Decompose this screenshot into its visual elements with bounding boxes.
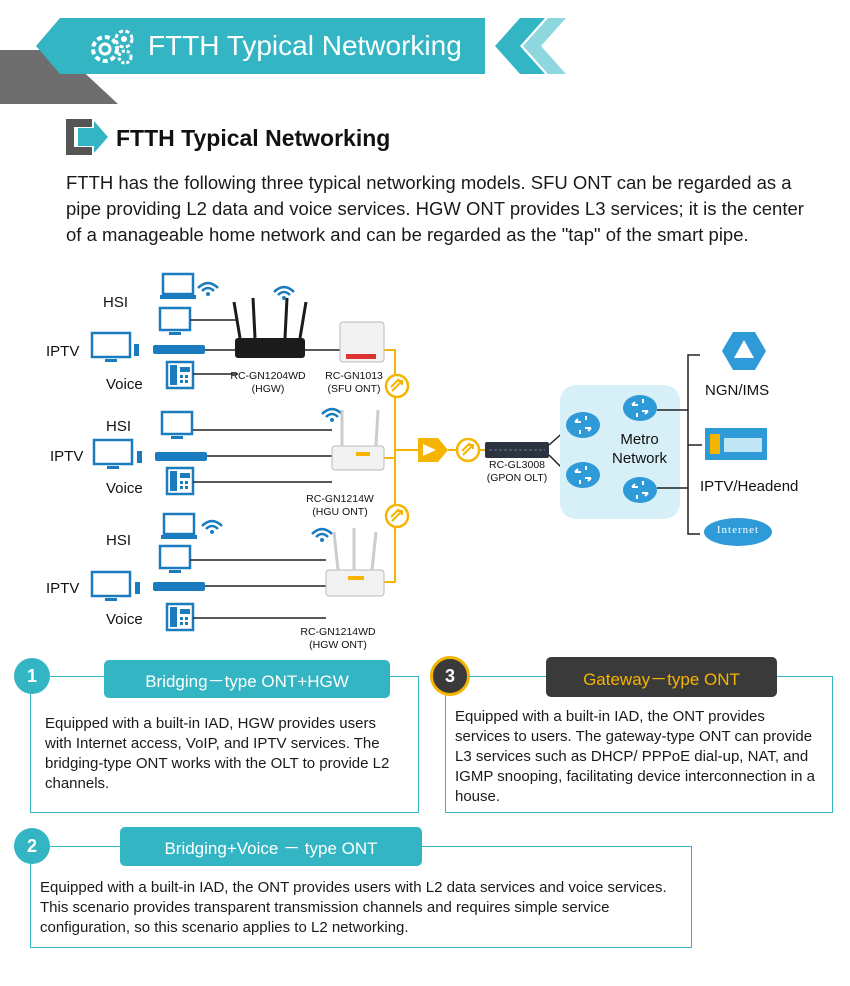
- card-3-text: Equipped with a built-in IAD, the ONT pr…: [455, 708, 815, 805]
- g2-hsi-label: HSI: [106, 418, 132, 435]
- hgw-ont-label: RC-GN1214WD (HGW ONT): [300, 626, 376, 651]
- g3-voice-label: Voice: [106, 611, 143, 628]
- card-2-text: Equipped with a built-in IAD, the ONT pr…: [40, 879, 667, 936]
- card-1-title: Bridging－type ONT+HGW: [104, 660, 390, 698]
- iptv-headend-label: IPTV/Headend: [700, 478, 799, 495]
- card-2-number: 2: [14, 828, 50, 864]
- hgw-label: RC-GN1204WD (HGW): [230, 370, 306, 395]
- ngn-ims-label: NGN/IMS: [705, 382, 770, 399]
- banner-graphic: [0, 18, 566, 104]
- card-3-title: Gateway－type ONT: [546, 657, 777, 697]
- card-2-title: Bridging+Voice － type ONT: [120, 827, 422, 866]
- g1-iptv-label: IPTV: [46, 343, 80, 360]
- card-bridging-ont-hgw: [30, 676, 419, 813]
- intro-paragraph: FTTH has the following three typical net…: [66, 172, 804, 245]
- sfu-label: RC-GN1013 (SFU ONT): [325, 370, 383, 395]
- g2-voice-label: Voice: [106, 480, 143, 497]
- g3-hsi-label: HSI: [106, 532, 132, 549]
- section-title: FTTH Typical Networking: [116, 125, 391, 151]
- olt-label: RC-GL3008 (GPON OLT): [486, 459, 548, 484]
- g3-iptv-label: IPTV: [46, 580, 80, 597]
- card-1-number: 1: [14, 658, 50, 694]
- banner-title: FTTH Typical Networking: [148, 30, 462, 61]
- internet-cloud-label: Internet: [716, 524, 760, 536]
- diagram-graphics: [90, 272, 772, 632]
- g2-iptv-label: IPTV: [50, 448, 84, 465]
- card-1-text: Equipped with a built-in IAD, HGW provid…: [45, 715, 390, 792]
- arrow-bullet-icon: [66, 119, 108, 155]
- gears-icon: [91, 29, 134, 65]
- g1-hsi-label: HSI: [103, 294, 129, 311]
- hgu-label: RC-GN1214W (HGU ONT): [306, 493, 374, 518]
- card-3-number: 3: [430, 656, 470, 696]
- metro-label: Metro Network: [612, 431, 668, 467]
- g1-voice-label: Voice: [106, 376, 143, 393]
